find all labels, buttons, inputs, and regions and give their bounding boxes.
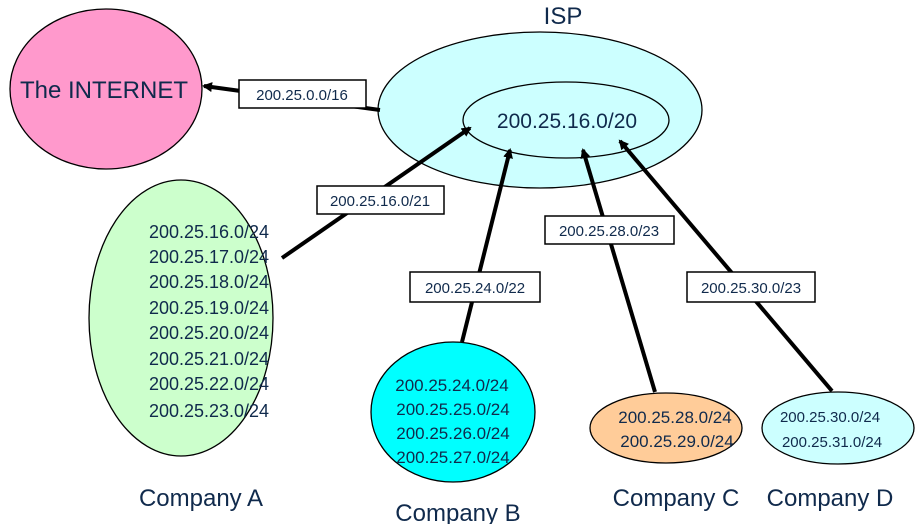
route-box-company-c [544,215,675,245]
isp-title: ISP [544,3,583,30]
isp-block-label: 200.25.16.0/20 [497,110,637,133]
route-box-company-d [686,271,816,303]
company-a-network: 200.25.22.0/24 [149,374,269,394]
company-a-node [88,179,274,457]
company-c-network: 200.25.29.0/24 [620,432,733,451]
route-label-internet: 200.25.0.0/16 [256,87,348,104]
company-a-network: 200.25.21.0/24 [149,349,269,369]
route-label-company-a: 200.25.16.0/21 [330,193,430,210]
company-c-node [589,392,743,464]
route-label-company-d: 200.25.30.0/23 [701,280,801,297]
route-label-company-c: 200.25.28.0/23 [559,223,659,240]
company-a-network: 200.25.18.0/24 [149,272,269,292]
company-b-network: 200.25.26.0/24 [396,424,509,443]
company-d-network: 200.25.30.0/24 [780,409,880,426]
company-d-name: Company D [767,485,894,512]
company-a-name: Company A [139,485,263,512]
company-b-node [370,341,536,483]
company-c-name: Company C [613,485,740,512]
link-company-c-to-isp [580,148,657,393]
company-d-network: 200.25.31.0/24 [782,434,882,451]
company-a-network: 200.25.23.0/24 [149,401,269,421]
company-c-network-list: 200.25.28.0/24 200.25.29.0/24 [618,408,733,451]
route-box-company-a [316,185,445,215]
company-d-node [761,391,915,465]
link-company-b-to-isp [460,148,513,343]
link-company-d-to-isp [618,139,834,393]
company-a-network: 200.25.16.0/24 [149,222,269,242]
internet-node [9,8,203,170]
company-a-network-list: 200.25.16.0/24 200.25.17.0/24 200.25.18.… [149,222,269,421]
company-d-network-list: 200.25.30.0/24 200.25.31.0/24 [780,409,882,451]
company-c-network: 200.25.28.0/24 [618,408,731,427]
company-a-network: 200.25.19.0/24 [149,298,269,318]
company-b-name: Company B [395,500,520,524]
isp-block-node [462,81,670,159]
route-label-company-b: 200.25.24.0/22 [425,280,525,297]
route-box-company-b [409,271,541,303]
company-b-network-list: 200.25.24.0/24 200.25.25.0/24 200.25.26.… [395,376,509,467]
route-box-internet [238,79,367,109]
company-a-network: 200.25.20.0/24 [149,323,269,343]
internet-label: The INTERNET [20,77,188,104]
company-a-network: 200.25.17.0/24 [149,247,269,267]
company-b-network: 200.25.24.0/24 [395,376,508,395]
company-b-network: 200.25.27.0/24 [396,448,509,467]
company-b-network: 200.25.25.0/24 [396,400,509,419]
